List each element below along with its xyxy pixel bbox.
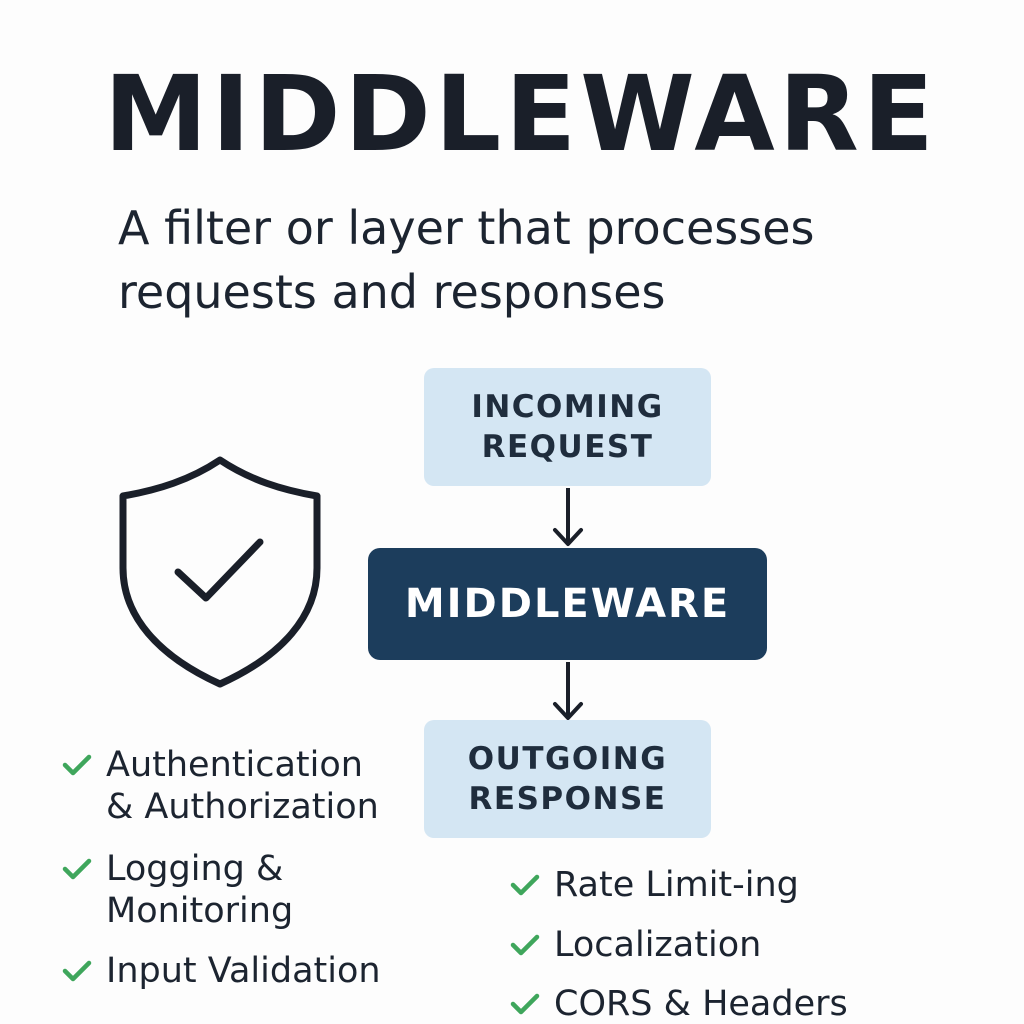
incoming-line-1: INCOMING xyxy=(471,389,664,425)
outgoing-line-2: RESPONSE xyxy=(468,781,667,817)
feature-localization: Localization xyxy=(510,924,761,966)
arrow-down-icon xyxy=(553,488,583,546)
feature-label: Monitoring xyxy=(106,891,294,931)
check-icon xyxy=(510,993,540,1015)
middleware-label: MIDDLEWARE xyxy=(404,581,731,627)
feature-logging: Logging & Monitoring xyxy=(62,848,293,932)
feature-label: Logging & xyxy=(106,849,284,889)
feature-label: Rate Limit-ing xyxy=(554,865,799,905)
feature-label: CORS & Headers xyxy=(554,984,848,1024)
feature-input-validation: Input Validation xyxy=(62,950,381,992)
check-icon xyxy=(62,858,92,880)
feature-rate-limiting: Rate Limit-ing xyxy=(510,864,799,906)
feature-label: Localization xyxy=(554,925,762,965)
check-icon xyxy=(62,960,92,982)
feature-label: Authentication xyxy=(106,745,363,785)
incoming-line-2: REQUEST xyxy=(481,429,654,465)
arrow-down-icon xyxy=(553,662,583,720)
incoming-request-box: INCOMING REQUEST xyxy=(424,368,711,486)
check-icon xyxy=(510,874,540,896)
outgoing-response-box: OUTGOING RESPONSE xyxy=(424,720,711,838)
page-subtitle: A filter or layer that processes request… xyxy=(118,201,815,319)
feature-authentication: Authentication & Authorization xyxy=(62,744,379,828)
middleware-box: MIDDLEWARE xyxy=(368,548,767,660)
feature-label: & Authorization xyxy=(106,787,379,827)
feature-label: Input Validation xyxy=(106,951,381,991)
shield-check-icon xyxy=(119,456,321,688)
outgoing-line-1: OUTGOING xyxy=(467,741,668,777)
check-icon xyxy=(510,934,540,956)
page-title: MIDDLEWARE xyxy=(104,53,938,175)
check-icon xyxy=(62,754,92,776)
feature-cors-headers: CORS & Headers xyxy=(510,983,848,1024)
